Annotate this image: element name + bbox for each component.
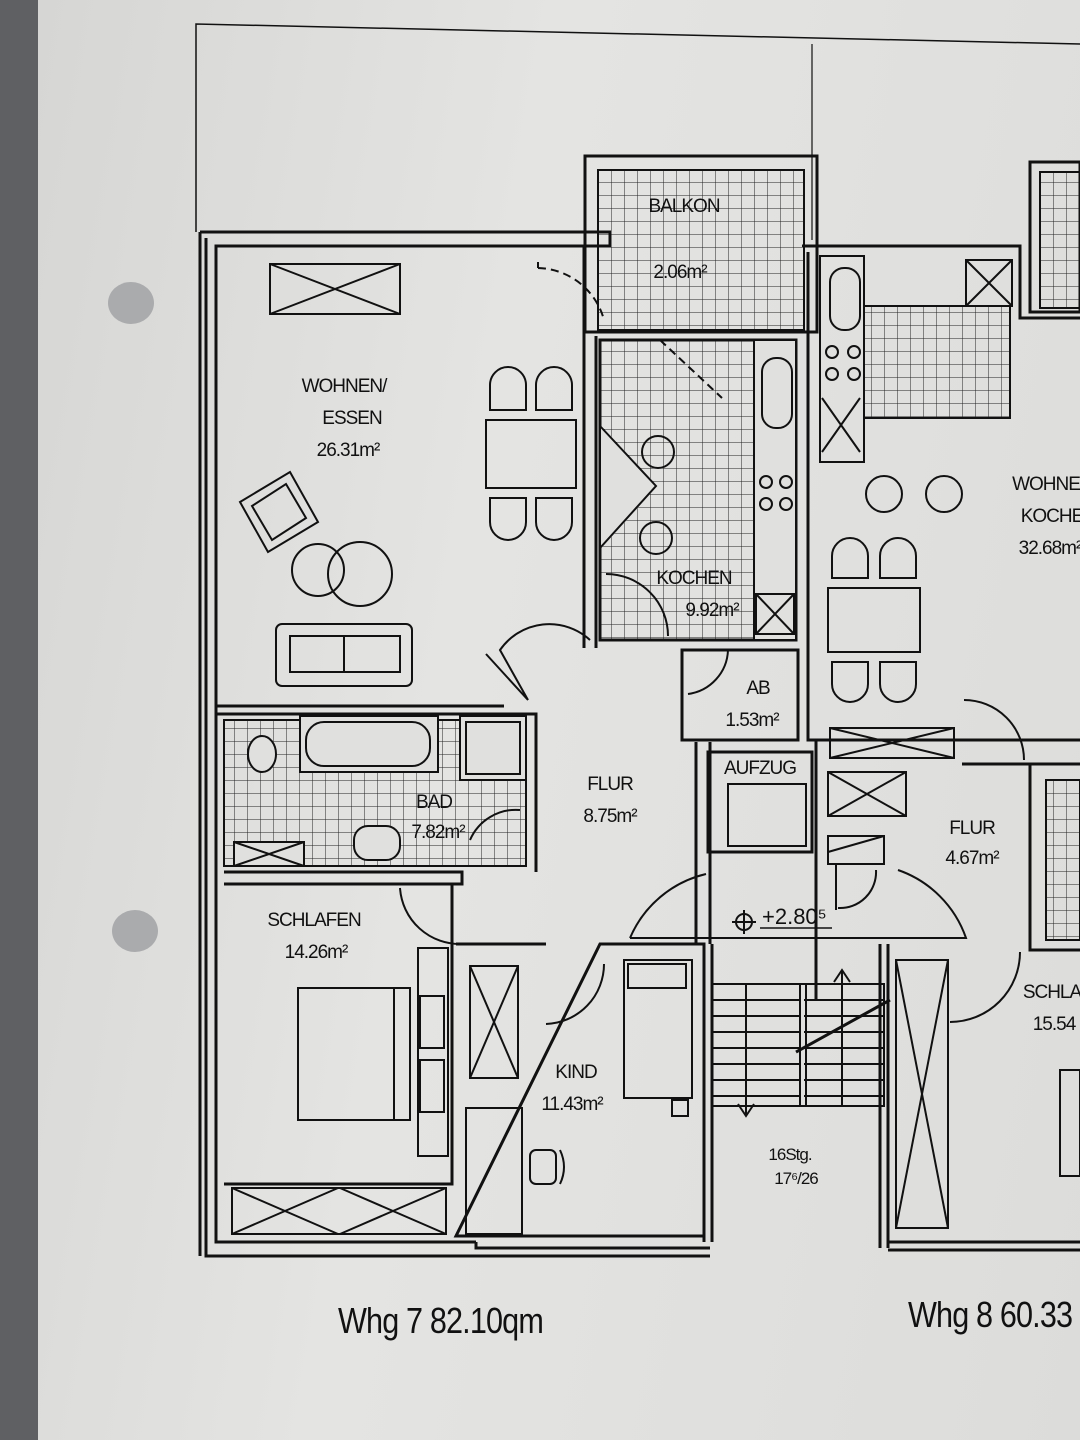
staircase [629, 835, 968, 1118]
room-area-kochen: 9.92m² [685, 600, 739, 621]
window-storage [269, 263, 401, 315]
room-area-flur-8: 4.67m² [945, 848, 999, 869]
kitchen [598, 338, 798, 642]
room-name-bad: BAD [416, 792, 452, 813]
balcony [583, 154, 1080, 334]
unit-7-caption: Whg 7 82.10qm [338, 1300, 544, 1341]
room-name-ab: AB [746, 678, 770, 699]
room-name-balkon: BALKON [648, 196, 719, 217]
room-area-kind: 11.43m² [541, 1094, 603, 1115]
room-name-wohnen-8: WOHNE [1012, 474, 1080, 495]
punch-hole [112, 910, 158, 952]
dining-table [485, 366, 577, 541]
stair-steps-label: 16Stg. [768, 1145, 811, 1164]
room-name-aufzug: AUFZUG [724, 758, 796, 779]
floor-level-label: +2.80⁵ [762, 904, 827, 929]
room-name-flur-8: FLUR [949, 818, 995, 839]
room-name-essen: ESSEN [322, 408, 382, 429]
bedroom-7 [224, 884, 454, 1235]
room-area-schlafen-7: 14.26m² [285, 942, 348, 963]
room-area-balkon: 2.06m² [653, 262, 707, 283]
unit-8-caption: Whg 8 60.33 [908, 1294, 1073, 1335]
room-name-wohnen: WOHNEN/ [302, 376, 389, 397]
room-name-kind: KIND [555, 1062, 597, 1083]
room-area-bad: 7.82m² [411, 822, 465, 843]
bathroom [223, 715, 527, 867]
apartment-8 [802, 244, 1080, 1252]
room-name-kochen-8: KOCHE [1021, 506, 1080, 527]
room-name-schlafen-7: SCHLAFEN [267, 910, 361, 931]
room-area-wohnen-kochen-8: 32.68m² [1019, 538, 1080, 559]
elevator [706, 750, 814, 854]
plan-sheet [38, 0, 1080, 1440]
exterior-wall [198, 230, 710, 1258]
room-name-schlafen-8: SCHLA [1023, 982, 1080, 1003]
room-area-ab: 1.53m² [725, 710, 779, 731]
sofa [275, 623, 413, 687]
storage-room [680, 648, 800, 742]
armchair [238, 470, 320, 554]
stair-ratio-label: 17⁶/26 [774, 1169, 818, 1188]
punch-hole [108, 282, 154, 324]
room-name-flur-7: FLUR [587, 774, 633, 795]
room-area-flur-7: 8.75m² [583, 806, 637, 827]
room-area-wohnen-essen: 26.31m² [317, 440, 380, 461]
room-name-kochen: KOCHEN [656, 568, 732, 589]
child-room [453, 942, 706, 1238]
room-area-schlafen-8: 15.54 [1033, 1014, 1077, 1035]
